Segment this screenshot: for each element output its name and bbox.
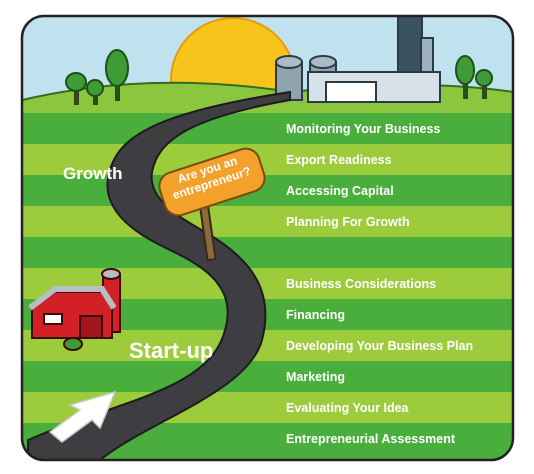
link-export-readiness[interactable]: Export Readiness: [286, 153, 392, 167]
road: [27, 90, 291, 460]
link-business-considerations[interactable]: Business Considerations: [286, 277, 437, 291]
link-developing-your-business-plan[interactable]: Developing Your Business Plan: [286, 339, 474, 353]
link-financing[interactable]: Financing: [286, 308, 346, 322]
frame-border: [20, 14, 515, 462]
link-accessing-capital[interactable]: Accessing Capital: [286, 184, 394, 198]
link-evaluating-your-idea[interactable]: Evaluating Your Idea: [286, 401, 409, 415]
signpost: [158, 147, 266, 262]
link-marketing[interactable]: Marketing: [286, 370, 346, 384]
stage-label-growth: Growth: [63, 164, 123, 183]
barn: [28, 268, 121, 351]
direction-arrow-icon: [48, 390, 117, 443]
stage-label-startup: Start-up: [129, 338, 214, 363]
link-monitoring-your-business[interactable]: Monitoring Your Business: [286, 122, 441, 136]
link-planning-for-growth[interactable]: Planning For Growth: [286, 215, 410, 229]
trees: [65, 49, 493, 105]
link-entrepreneurial-assessment[interactable]: Entrepreneurial Assessment: [286, 432, 456, 446]
